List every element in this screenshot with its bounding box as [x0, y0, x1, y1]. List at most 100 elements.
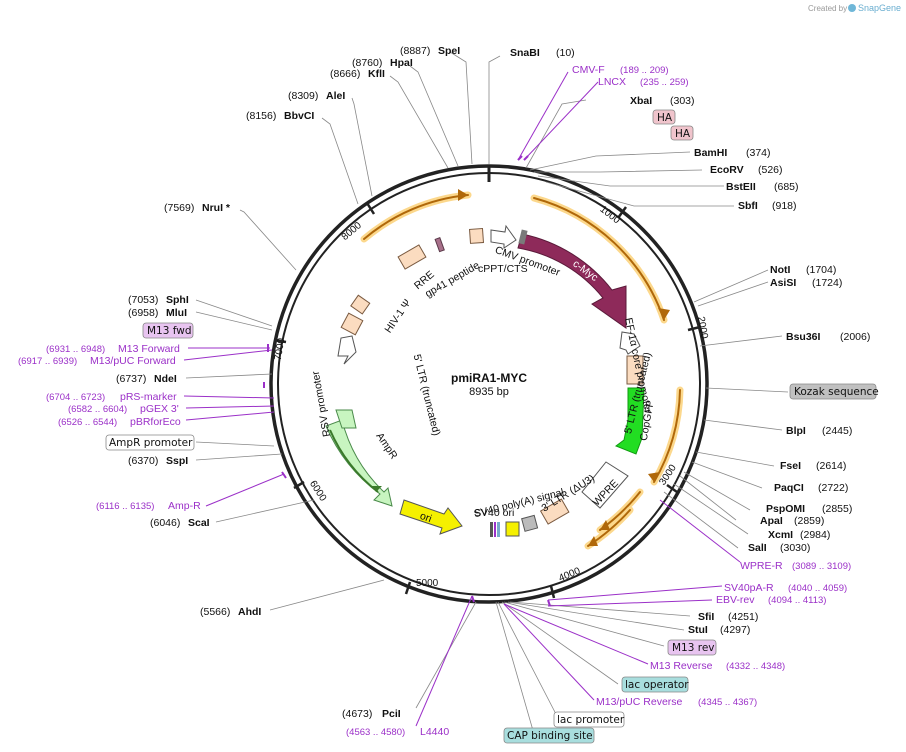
3ltr-feature	[539, 498, 570, 525]
site-apai-name: ApaI	[760, 515, 783, 527]
site-pspomi-pos: (2855)	[822, 503, 852, 515]
primer-lncx-name: LNCX	[598, 76, 626, 88]
c-myc-feature	[517, 233, 627, 329]
site-snabi-pos: (10)	[556, 47, 575, 59]
wpre-feature	[581, 461, 629, 509]
primer-prs-marker-pos: (6704 .. 6723)	[46, 392, 105, 403]
site-bbvci-name: BbvCI	[284, 110, 314, 122]
orf-arrowheads	[458, 189, 670, 546]
ampr-promoter-feature	[335, 409, 357, 429]
site-nrui-pos: (7569)	[164, 202, 194, 214]
tick-5000: 5000	[416, 578, 439, 589]
site-spei-pos: (8887)	[400, 45, 430, 57]
primer-l4440-pos: (4563 .. 4580)	[346, 727, 405, 738]
primer-m13-forward-name: M13 Forward	[118, 343, 180, 355]
5ltr-left-feature	[340, 312, 364, 336]
primer-ebv-rev-pos: (4094 .. 4113)	[768, 595, 826, 606]
site-asisi-pos: (1724)	[812, 277, 842, 289]
sv40-ori-feature	[505, 521, 520, 537]
site-noti-name: NotI	[770, 264, 790, 276]
site-sfii-name: SfiI	[698, 611, 714, 623]
site-xbai-pos: (303)	[670, 95, 695, 107]
primer-sv40pa-r-pos: (4040 .. 4059)	[788, 583, 847, 594]
tick-6000: 6000	[307, 479, 329, 504]
cppt-cts-feature	[468, 227, 485, 244]
primer-prs-marker-name: pRS-marker	[120, 391, 177, 403]
snapgene-logo-icon	[848, 4, 856, 12]
badge-kozak: Kozak sequence	[794, 386, 879, 398]
feature-badges: HA HA Kozak sequence M13 rev lac operato…	[105, 109, 879, 744]
feature-hiv-psi: HIV-1 Ψ	[382, 297, 413, 335]
created-by-text: Created by	[808, 4, 847, 13]
site-blpi-pos: (2445)	[822, 425, 852, 437]
site-labels: SnaBI (10) XbaI (303) BamHI (374) EcoRV …	[116, 45, 870, 720]
site-asisi-name: AsiSI	[770, 277, 796, 289]
site-mlui-name: MluI	[166, 307, 187, 319]
site-sali-name: SalI	[748, 542, 767, 554]
feature-ori: ori	[418, 510, 433, 525]
badge-m13-rev: M13 rev	[672, 642, 715, 654]
site-scai-pos: (6046)	[150, 517, 180, 529]
primer-m13-puc-reverse-pos: (4345 .. 4367)	[698, 697, 757, 708]
feature-cppt-cts: cPPT/CTS	[478, 263, 528, 275]
site-bsteii-pos: (685)	[774, 181, 799, 193]
feature-5ltr-left: 5' LTR (truncated)	[411, 353, 443, 437]
site-hpai-pos: (8760)	[352, 57, 382, 69]
site-paqci-name: PaqCI	[774, 482, 804, 494]
rre-feature	[397, 244, 427, 270]
badge-ha-1: HA	[657, 112, 673, 124]
site-pcii-name: PciI	[382, 708, 401, 720]
site-bamhi-pos: (374)	[746, 147, 771, 159]
site-ecorv-name: EcoRV	[710, 164, 744, 176]
primer-m13-puc-forward-name: M13/pUC Forward	[90, 355, 176, 367]
primer-l4440-name: L4440	[420, 726, 449, 738]
site-pspomi-name: PspOMI	[766, 503, 805, 515]
gp41-peptide-feature	[434, 237, 445, 253]
badge-lac-promoter: lac promoter	[557, 714, 625, 726]
site-paqci-pos: (2722)	[818, 482, 848, 494]
primer-pgex3-pos: (6582 .. 6604)	[68, 404, 127, 415]
ef1a-promoter-feature	[619, 331, 641, 355]
site-stui-pos: (4297)	[720, 624, 750, 636]
primer-m13-forward-pos: (6931 .. 6948)	[46, 344, 105, 355]
primer-amp-r-pos: (6116 .. 6135)	[96, 501, 154, 512]
site-bamhi-name: BamHI	[694, 147, 727, 159]
site-noti-pos: (1704)	[806, 264, 836, 276]
snapgene-brand: SnapGene	[858, 3, 901, 13]
primer-m13-reverse-pos: (4332 .. 4348)	[726, 661, 785, 672]
site-kfli-pos: (8666)	[330, 68, 360, 80]
site-bbvci-pos: (8156)	[246, 110, 276, 122]
primer-lncx-pos: (235 .. 259)	[640, 77, 689, 88]
plasmid-size: 8935 bp	[469, 386, 509, 398]
rsv-promoter-feature	[337, 335, 357, 365]
site-sfii-pos: (4251)	[728, 611, 758, 623]
site-alei-pos: (8309)	[288, 90, 318, 102]
badge-ampr-promoter: AmpR promoter	[109, 437, 193, 449]
site-kfli-name: KflI	[368, 68, 385, 80]
site-snabi-name: SnaBI	[510, 47, 540, 59]
site-hpai-name: HpaI	[390, 57, 413, 69]
orf-arcs	[360, 191, 684, 550]
feature-sv40-ori: SV40 ori	[474, 507, 514, 519]
tick-7000: 7000	[273, 337, 288, 361]
primer-wpre-r-name: WPRE-R	[740, 560, 783, 572]
orf-arc-top-left	[360, 191, 472, 243]
site-pcii-pos: (4673)	[342, 708, 372, 720]
site-xcmi-name: XcmI	[768, 529, 793, 541]
sv40-polya-feature	[521, 514, 539, 532]
site-sbfi-pos: (918)	[772, 200, 797, 212]
primer-amp-r-name: Amp-R	[168, 500, 201, 512]
site-bsteii-name: BstEII	[726, 181, 756, 193]
site-sphi-pos: (7053)	[128, 294, 158, 306]
primer-pbrforeco-name: pBRforEco	[130, 416, 181, 428]
site-mlui-pos: (6958)	[128, 307, 158, 319]
site-sspi-pos: (6370)	[128, 455, 158, 467]
primer-m13-puc-reverse-name: M13/pUC Reverse	[596, 696, 683, 708]
primer-pgex3-name: pGEX 3'	[140, 403, 179, 415]
ruler-ticks	[273, 202, 701, 599]
site-sspi-name: SspI	[166, 455, 188, 467]
ef1a-block	[626, 355, 644, 385]
site-sphi-name: SphI	[166, 294, 189, 306]
badge-lac-operator: lac operator	[625, 679, 689, 691]
